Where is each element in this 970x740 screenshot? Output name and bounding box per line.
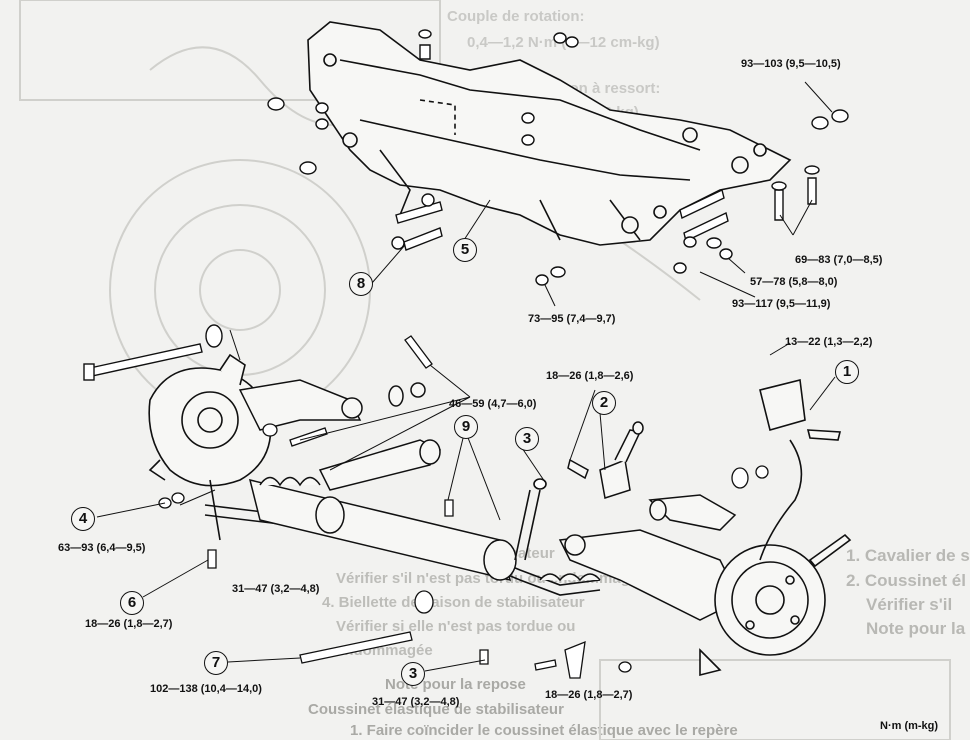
callout-8: 8 — [349, 272, 373, 296]
callout-2: 2 — [592, 391, 616, 415]
bg-right-3: Vérifier s'il — [866, 595, 953, 614]
torque-label-3: 57—78 (5,8—8,0) — [750, 276, 838, 288]
torque-label-10: 31—47 (3,2—4,8) — [232, 583, 320, 595]
callout-7: 7 — [204, 651, 228, 675]
torque-label-6: 13—22 (1,3—2,2) — [785, 336, 873, 348]
callout-1: 1 — [835, 360, 859, 384]
callout-9: 9 — [454, 415, 478, 439]
stabilizer-link — [514, 478, 547, 561]
left-lower-arm — [238, 379, 426, 431]
bg-mid-4a: Vérifier si elle n'est pas tordue ou — [336, 618, 576, 635]
long-bolt — [83, 324, 223, 381]
torque-label-14: 18—26 (1,8—2,7) — [545, 689, 633, 701]
middle-arm — [318, 439, 442, 491]
bg-right-1: 1. Cavalier de s — [846, 546, 970, 565]
torque-label-11: 18—26 (1,8—2,7) — [85, 618, 173, 630]
bg-mid-4: 4. Biellette de liaison de stabilisateur — [322, 594, 585, 611]
bg-right-2: 2. Coussinet él — [846, 571, 966, 590]
leader-lines — [96, 81, 836, 672]
bg-couple: Couple de rotation: — [447, 8, 585, 25]
ball-joint — [567, 421, 644, 499]
bg-right-4: Note pour la — [866, 619, 966, 638]
right-lower-arm — [558, 494, 742, 621]
brake-hose — [759, 379, 842, 561]
fasteners — [267, 29, 849, 286]
unit-label: N·m (m-kg) — [880, 720, 939, 732]
small-parts — [158, 335, 769, 679]
torque-label-12: 102—138 (10,4—14,0) — [150, 683, 262, 695]
right-hub — [699, 533, 852, 677]
callout-5: 5 — [453, 238, 477, 262]
torque-label-5: 73—95 (7,4—9,7) — [528, 313, 616, 325]
left-knuckle — [148, 353, 272, 487]
torque-label-1: 93—103 (9,5—10,5) — [741, 58, 841, 70]
torque-label-7: 18—26 (1,8—2,6) — [546, 370, 634, 382]
steering-rack — [248, 476, 601, 582]
torque-label-4: 93—117 (9,5—11,9) — [732, 298, 831, 310]
callout-6: 6 — [120, 591, 144, 615]
callout-3b: 3 — [401, 662, 425, 686]
callout-4: 4 — [71, 507, 95, 531]
bg-faire: 1. Faire coïncider le coussinet élastiqu… — [350, 722, 738, 739]
torque-label-8: 46—59 (4,7—6,0) — [449, 398, 537, 410]
crossmember — [307, 21, 792, 246]
torque-label-9: 63—93 (6,4—9,5) — [58, 542, 146, 554]
torque-label-13: 31—47 (3,2—4,8) — [372, 696, 460, 708]
bg-coussinet: Coussinet élastique de stabilisateur — [308, 701, 564, 718]
callout-3a: 3 — [515, 427, 539, 451]
torque-label-2: 69—83 (7,0—8,5) — [795, 254, 883, 266]
bg-mid-3a: Vérifier s'il n'est pas tordu ou endomma… — [336, 570, 639, 587]
